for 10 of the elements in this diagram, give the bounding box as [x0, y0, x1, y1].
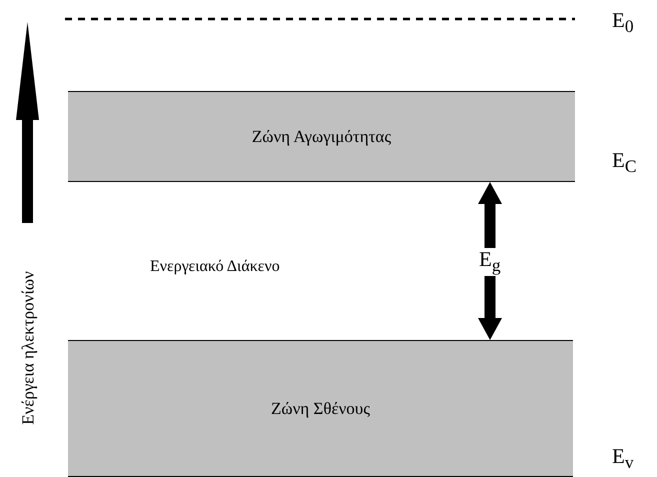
energy-level-label: E$_{v}$ [612, 444, 634, 474]
band-box [68, 91, 575, 182]
edge-label: E$_{g}$ [477, 248, 503, 276]
axis-label: Ενέργεια ηλεκτρονίων [20, 271, 36, 425]
band-label: Ζώνη Αγωγιμότητας [252, 126, 392, 146]
gap-label: Ενεργειακό Διάκενο [150, 258, 280, 276]
energy-level-label: E$_{0}$ [612, 8, 634, 38]
energy-level-label: E$_{C}$ [612, 148, 637, 178]
band-box [68, 340, 573, 477]
band-label: Ζώνη Σθένους [271, 398, 370, 418]
